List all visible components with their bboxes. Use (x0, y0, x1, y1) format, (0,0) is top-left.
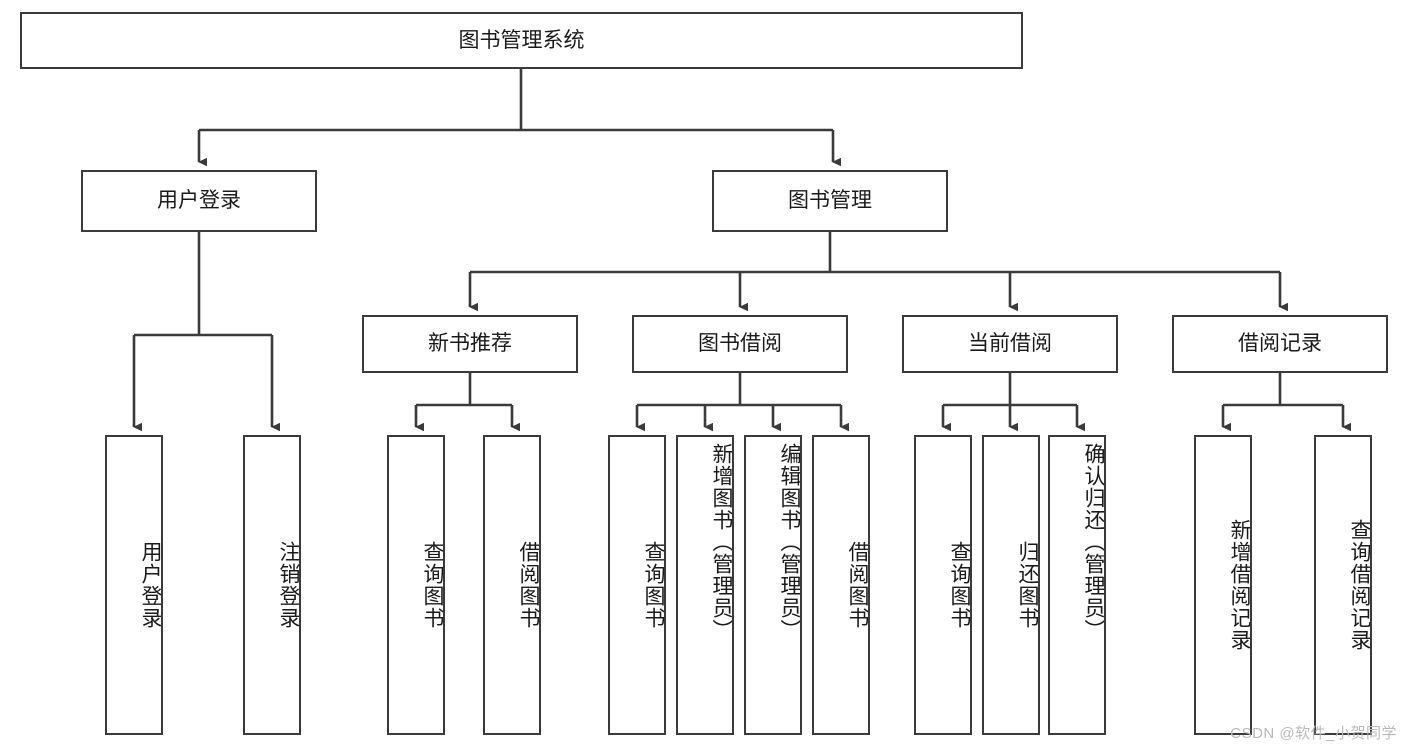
node-label: 新增借阅记录 (1228, 519, 1251, 651)
node-book-management[interactable]: 图书管理 (712, 170, 948, 232)
node-label: 归还图书 (1016, 541, 1039, 629)
node-leaf-borrow-edit[interactable]: 编辑图书（管理员） (744, 435, 802, 735)
node-borrow-record[interactable]: 借阅记录 (1172, 315, 1388, 373)
node-label: 注销登录 (277, 541, 300, 629)
node-label: 借阅图书 (517, 541, 540, 629)
node-book-borrow[interactable]: 图书借阅 (632, 315, 848, 373)
node-leaf-borrow-lend[interactable]: 借阅图书 (812, 435, 870, 735)
node-user-login[interactable]: 用户登录 (81, 170, 317, 232)
node-leaf-record-query[interactable]: 查询借阅记录 (1314, 435, 1372, 735)
node-label: 用户登录 (139, 541, 162, 629)
node-leaf-current-query[interactable]: 查询图书 (914, 435, 972, 735)
node-leaf-borrow-query[interactable]: 查询图书 (608, 435, 666, 735)
node-leaf-borrow-add[interactable]: 新增图书（管理员） (676, 435, 734, 735)
node-leaf-current-return[interactable]: 归还图书 (982, 435, 1040, 735)
node-leaf-newbook-query[interactable]: 查询图书 (387, 435, 445, 735)
node-new-book-recommend[interactable]: 新书推荐 (362, 315, 578, 373)
node-label: 图书管理 (788, 189, 872, 213)
node-label: 图书借阅 (698, 332, 782, 356)
node-root-system[interactable]: 图书管理系统 (20, 12, 1023, 69)
watermark-text: CSDN @软件_小贺同学 (1230, 725, 1397, 742)
node-leaf-record-add[interactable]: 新增借阅记录 (1194, 435, 1252, 735)
node-label: 借阅图书 (846, 541, 869, 629)
node-label: 图书管理系统 (458, 28, 585, 52)
node-label: 用户登录 (157, 189, 241, 213)
node-label: 查询图书 (421, 541, 444, 629)
node-leaf-newbook-borrow[interactable]: 借阅图书 (483, 435, 541, 735)
node-label: 当前借阅 (968, 332, 1052, 356)
node-label: 新增图书（管理员） (710, 443, 733, 641)
node-label: 查询图书 (948, 541, 971, 629)
node-leaf-user-login-signout[interactable]: 注销登录 (243, 435, 301, 735)
node-leaf-user-login-signin[interactable]: 用户登录 (105, 435, 163, 735)
node-label: 查询图书 (642, 541, 665, 629)
node-label: 确认归还（管理员） (1082, 443, 1105, 641)
node-label: 新书推荐 (428, 332, 512, 356)
node-current-borrow[interactable]: 当前借阅 (902, 315, 1118, 373)
node-label: 查询借阅记录 (1348, 519, 1371, 651)
node-label: 借阅记录 (1238, 332, 1322, 356)
node-label: 编辑图书（管理员） (778, 443, 801, 641)
node-leaf-current-confirm-return[interactable]: 确认归还（管理员） (1048, 435, 1106, 735)
